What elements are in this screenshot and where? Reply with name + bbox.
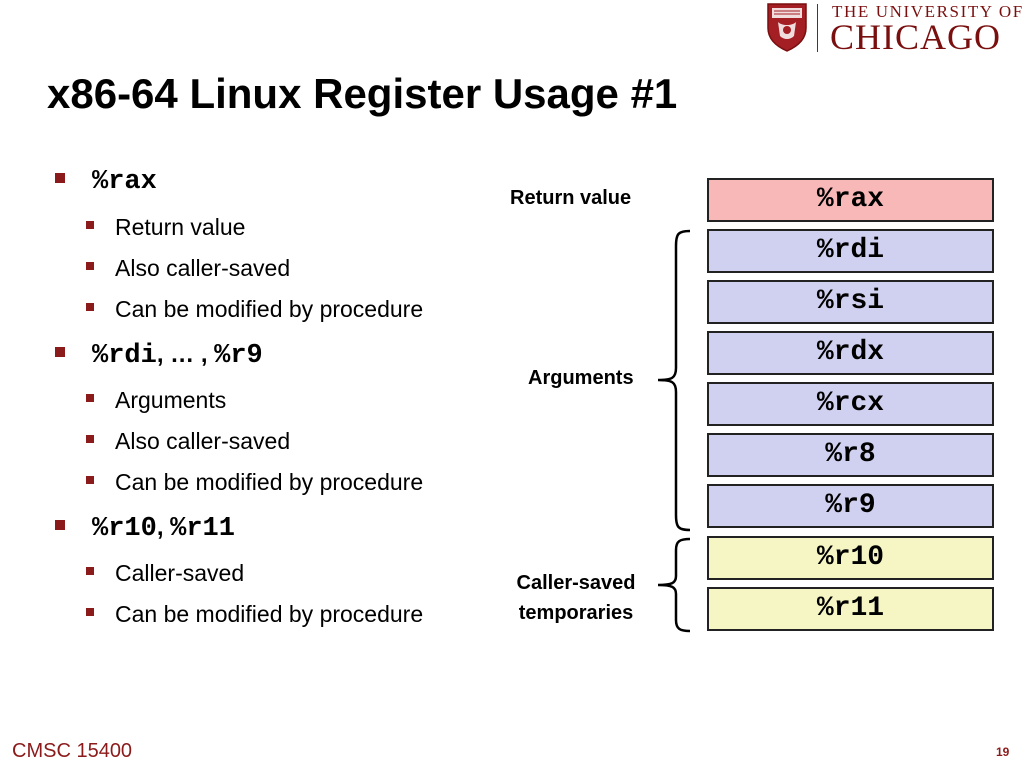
bullet-square-icon xyxy=(55,519,65,530)
register-rsi: %rsi xyxy=(707,280,994,324)
university-shield-icon xyxy=(767,3,807,52)
bullet-square-icon xyxy=(55,172,65,183)
sub-bullet-text: Can be modified by procedure xyxy=(115,296,424,322)
sub-bullet: Caller-saved xyxy=(86,559,244,587)
sub-bullet-text: Also caller-saved xyxy=(115,255,291,281)
sub-bullet: Arguments xyxy=(86,386,226,414)
sub-bullet-square-icon xyxy=(86,220,94,229)
sub-bullet-text: Arguments xyxy=(115,387,227,413)
slide-title: x86-64 Linux Register Usage #1 xyxy=(47,70,678,117)
sub-bullet-text: Return value xyxy=(115,214,246,240)
sub-bullet-square-icon xyxy=(86,434,94,443)
university-logo: THE UNIVERSITY OF CHICAGO xyxy=(766,2,1024,58)
sub-bullet: Return value xyxy=(86,213,245,241)
arguments-brace-icon xyxy=(657,229,691,532)
register-rdi: %rdi xyxy=(707,229,994,273)
footer-course: CMSC 15400 xyxy=(12,740,133,762)
bullet-r10-r11: %r10, %r11 xyxy=(55,513,235,544)
temporaries-brace-icon xyxy=(657,537,691,633)
bullet-code: %r10 xyxy=(92,514,157,544)
sub-bullet: Can be modified by procedure xyxy=(86,600,423,628)
register-r10: %r10 xyxy=(707,536,994,580)
sub-bullet-text: Can be modified by procedure xyxy=(115,469,424,495)
register-rdx: %rdx xyxy=(707,331,994,375)
bullet-code: %rax xyxy=(92,167,157,197)
register-r8: %r8 xyxy=(707,433,994,477)
bullet-separator: , … , xyxy=(156,341,215,368)
register-r9: %r9 xyxy=(707,484,994,528)
sub-bullet-square-icon xyxy=(86,261,94,270)
sub-bullet-square-icon xyxy=(86,566,94,575)
bullet-square-icon xyxy=(55,346,65,357)
bullet-rdi-r9: %rdi, … , %r9 xyxy=(55,340,263,371)
label-caller-saved: Caller-saved xyxy=(516,572,636,594)
sub-bullet: Can be modified by procedure xyxy=(86,295,423,323)
bullet-code: %r9 xyxy=(214,341,263,371)
register-rax: %rax xyxy=(707,178,994,222)
sub-bullet-square-icon xyxy=(86,302,94,311)
sub-bullet-text: Can be modified by procedure xyxy=(115,601,424,627)
page-number: 19 xyxy=(996,745,1010,759)
bullet-code: %r11 xyxy=(170,514,235,544)
sub-bullet-square-icon xyxy=(86,393,94,402)
logo-text-line2: CHICAGO xyxy=(830,17,1002,57)
label-return-value: Return value xyxy=(510,187,632,209)
sub-bullet-square-icon xyxy=(86,607,94,616)
logo-divider xyxy=(817,4,818,52)
sub-bullet-text: Also caller-saved xyxy=(115,428,291,454)
bullet-code: %rdi xyxy=(92,341,157,371)
bullet-separator: , xyxy=(156,514,171,541)
label-arguments: Arguments xyxy=(528,367,634,389)
sub-bullet: Can be modified by procedure xyxy=(86,468,423,496)
register-r11: %r11 xyxy=(707,587,994,631)
bullet-rax: %rax xyxy=(55,167,157,197)
sub-bullet-text: Caller-saved xyxy=(115,560,245,586)
label-temporaries: temporaries xyxy=(518,602,634,624)
sub-bullet: Also caller-saved xyxy=(86,254,290,282)
sub-bullet-square-icon xyxy=(86,475,94,484)
register-rcx: %rcx xyxy=(707,382,994,426)
logo-text-line1: THE UNIVERSITY OF xyxy=(832,2,1024,21)
sub-bullet: Also caller-saved xyxy=(86,427,290,455)
